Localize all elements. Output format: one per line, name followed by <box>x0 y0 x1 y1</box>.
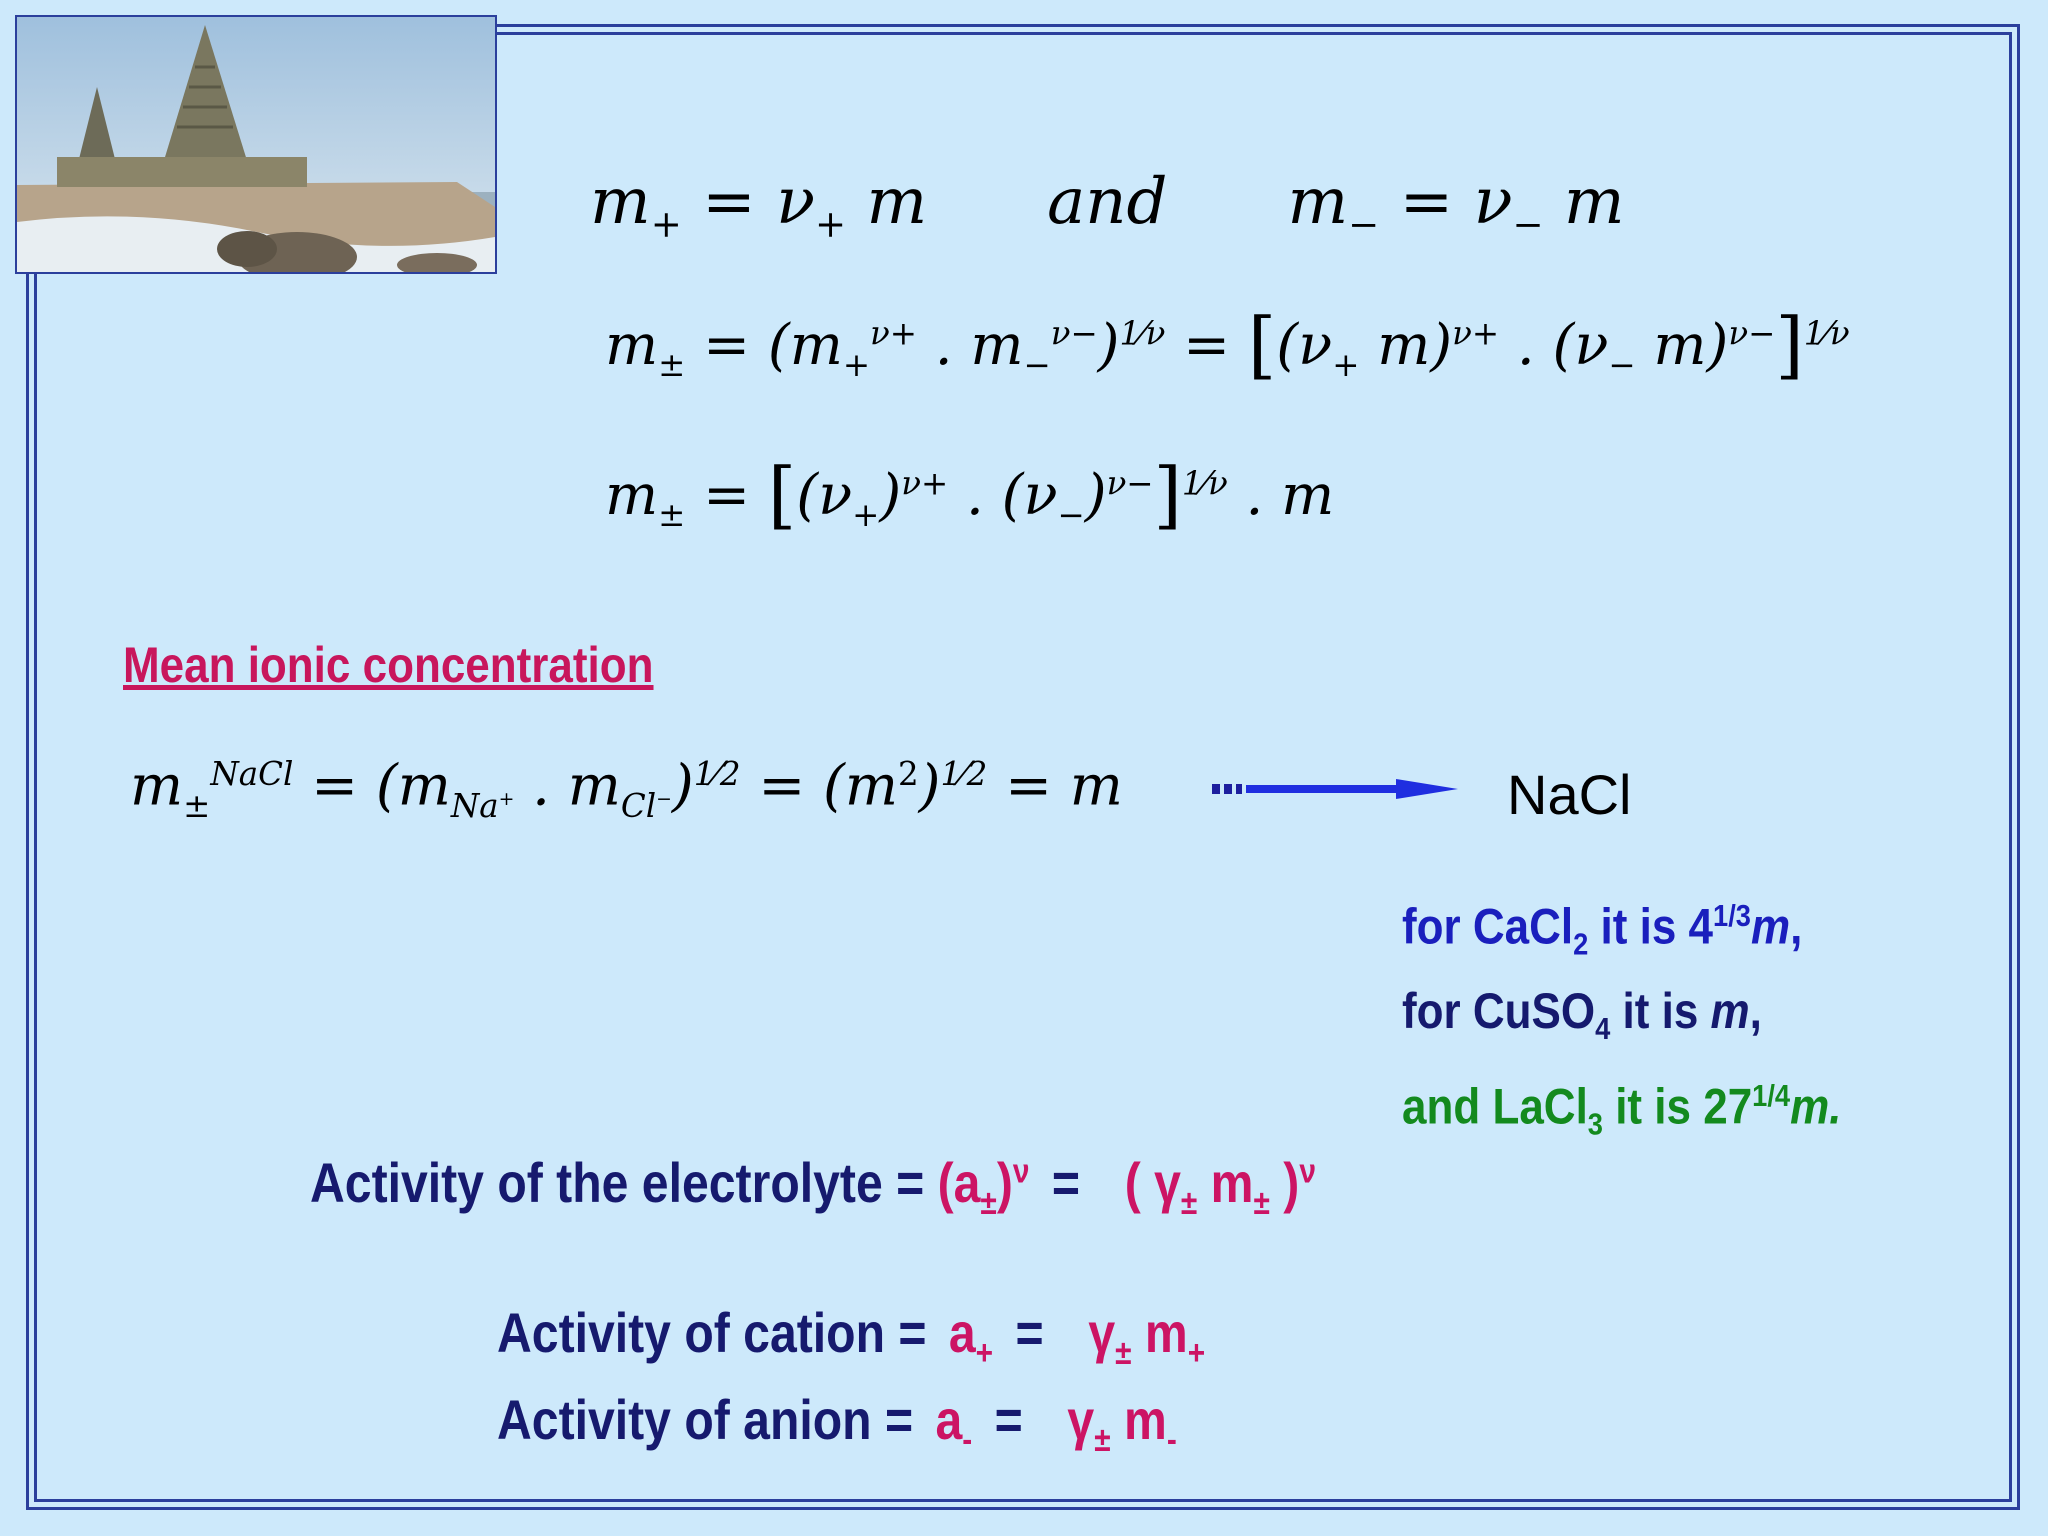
temple-photo <box>15 15 497 274</box>
nacl-label: NaCl <box>1507 763 1632 826</box>
equation-2: m± = (m+ν+ . m−ν−)1⁄ν = [(ν+ m)ν+ . (ν− … <box>605 303 1850 388</box>
note-lacl3: and LaCl3 it is 271/4m. <box>1402 1077 1842 1142</box>
note-cuso4: for CuSO4 it is m, <box>1402 982 1762 1046</box>
equation-3: m± = [(ν+)ν+ . (ν−)ν−]1⁄ν . m <box>605 453 1335 538</box>
activity-cation: Activity of cation =a+=γ± m+ <box>497 1301 1206 1373</box>
activity-electrolyte: Activity of the electrolyte = (a±)ν=( γ±… <box>310 1151 1316 1223</box>
note-cacl2: for CaCl2 it is 41/3m, <box>1402 898 1803 962</box>
and-word: and <box>1047 165 1168 239</box>
slide-frame-inner <box>34 32 2012 1502</box>
equation-nacl: m±NaCl = (mNa+ . mCl−)1⁄2 = (m2)1⁄2 = m <box>130 753 1123 825</box>
slide-frame-outer <box>26 24 2020 1510</box>
right-arrow-icon <box>1212 779 1458 799</box>
activity-anion: Activity of anion =a-=γ± m- <box>497 1388 1177 1460</box>
electrolyte-notes: for CaCl2 it is 41/3m, for CuSO4 it is m… <box>1402 882 1841 1157</box>
section-heading: Mean ionic concentration <box>123 637 654 693</box>
